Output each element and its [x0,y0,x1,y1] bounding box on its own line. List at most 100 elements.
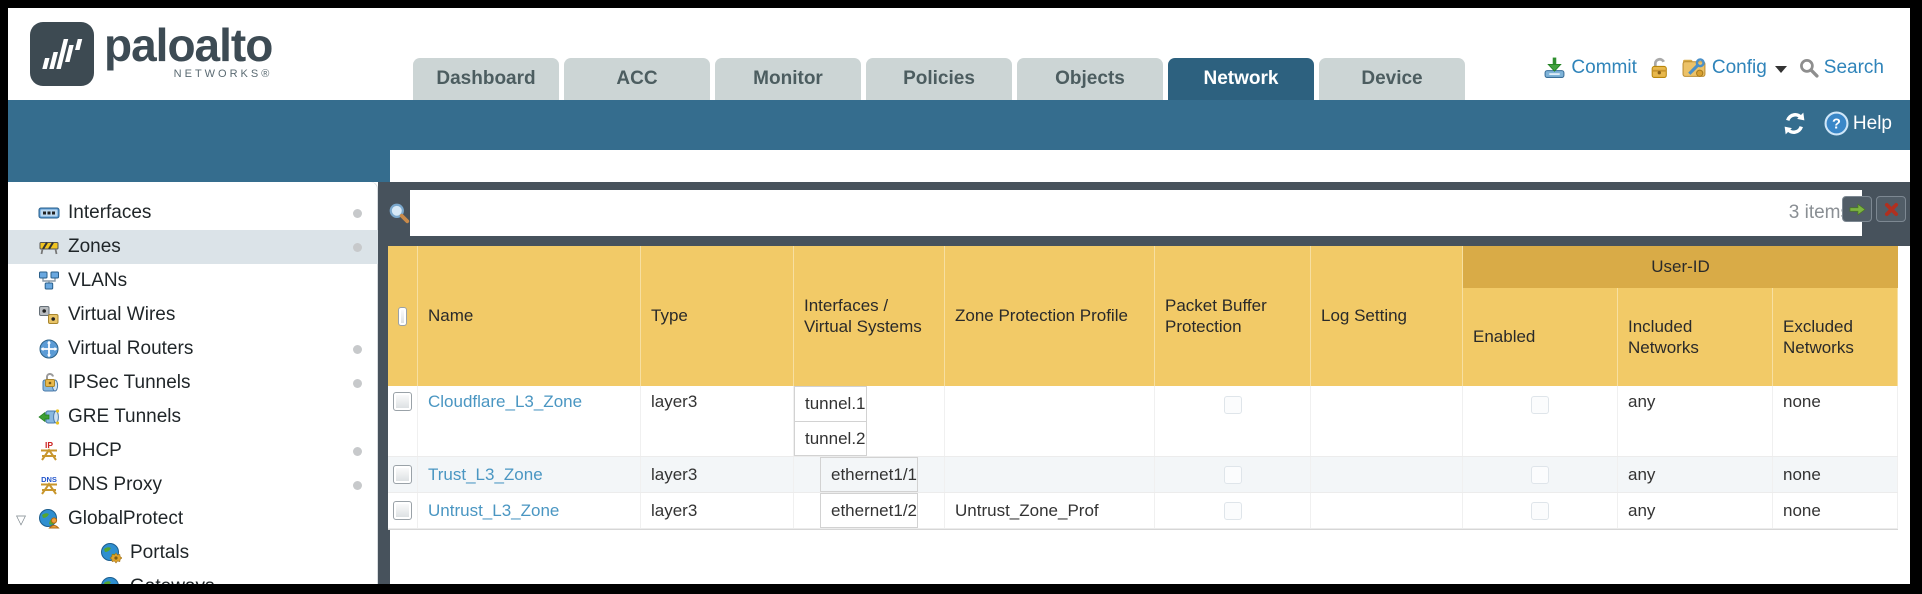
packet-buffer-protection-checkbox[interactable] [1223,465,1242,484]
row-checkbox[interactable] [393,465,412,484]
sidebar-item-label: Zones [68,236,121,257]
app-window: paloalto NETWORKS® Dashboard ACC Monitor… [8,8,1910,584]
sidebar-item-dns-proxy[interactable]: DNS DNS Proxy [8,468,378,502]
filter-input[interactable] [410,190,1789,236]
globalprotect-icon [39,509,60,529]
virtual-routers-icon [39,339,59,359]
collapse-triangle-icon[interactable]: ▽ [16,512,26,527]
user-id-enabled-checkbox[interactable] [1531,501,1549,520]
network-sidebar: Interfaces Zones [8,182,378,584]
top-header: paloalto NETWORKS® Dashboard ACC Monitor… [8,8,1910,100]
column-header-excluded-networks[interactable]: Excluded Networks [1773,246,1898,386]
config-menu-button[interactable]: Config [1682,56,1787,79]
sidebar-item-portals[interactable]: Portals [8,536,378,570]
status-dot [353,379,362,388]
header-actions: Commit Config [1543,56,1884,79]
sidebar-item-label: DNS Proxy [68,474,162,495]
clear-filter-button[interactable] [1876,196,1906,222]
zone-protection-profile-cell: Untrust_Zone_Prof [945,493,1155,528]
gre-tunnels-icon [38,409,60,425]
column-header-zone-protection-profile[interactable]: Zone Protection Profile [945,246,1155,386]
sidebar-item-zones[interactable]: Zones [8,230,378,264]
zone-type-cell: layer3 [641,386,794,456]
apply-filter-button[interactable] [1842,196,1872,222]
sidebar-item-label: Gateways [130,576,214,584]
item-count: 3 items [1788,202,1850,223]
sidebar-item-virtual-routers[interactable]: Virtual Routers [8,332,378,366]
sidebar-item-gre-tunnels[interactable]: GRE Tunnels [8,400,378,434]
interface-entry: ethernet1/1 [819,457,918,492]
dhcp-icon: IP [41,440,57,461]
ipsec-tunnels-icon [42,372,59,392]
refresh-icon[interactable] [1781,110,1808,137]
sidebar-item-label: Virtual Routers [68,338,194,359]
packet-buffer-protection-checkbox[interactable] [1223,396,1242,414]
help-icon: ? [1824,111,1849,136]
sidebar-item-label: DHCP [68,440,122,461]
sidebar-item-ipsec-tunnels[interactable]: IPSec Tunnels [8,366,378,400]
excluded-networks-cell: none [1773,386,1898,456]
commit-icon [1544,57,1565,78]
zone-type-cell: layer3 [641,493,794,528]
tab-objects[interactable]: Objects [1017,58,1163,100]
interface-entry: tunnel.1 [794,386,867,421]
select-all-checkbox[interactable] [398,306,407,326]
tab-policies[interactable]: Policies [866,58,1012,100]
brand-subtitle: NETWORKS® [173,68,273,80]
table-row[interactable]: Trust_L3_Zone layer3 ethernet1/1 any non… [388,457,1898,493]
search-button[interactable]: Search [1799,57,1884,79]
log-setting-cell [1311,386,1463,456]
user-id-enabled-checkbox[interactable] [1531,465,1549,484]
sidebar-item-label: GRE Tunnels [68,406,181,427]
commit-button[interactable]: Commit [1543,56,1637,79]
column-header-packet-buffer-protection[interactable]: Packet Buffer Protection [1155,246,1311,386]
filter-search-icon [389,203,410,224]
sidebar-item-vlans[interactable]: VLANs [8,264,378,298]
column-header-type[interactable]: Type [641,246,794,386]
column-header-interfaces[interactable]: Interfaces / Virtual Systems [794,246,945,386]
sidebar-item-globalprotect[interactable]: ▽ GlobalProtect [8,502,378,536]
zone-name-link[interactable]: Cloudflare_L3_Zone [428,392,583,411]
column-header-log-setting[interactable]: Log Setting [1311,246,1463,386]
chevron-down-icon [1774,65,1787,73]
table-header: Name Type Interfaces / Virtual Systems Z… [388,246,1898,386]
tab-network[interactable]: Network [1168,58,1314,100]
dns-proxy-icon: DNS [41,475,57,495]
help-button[interactable]: ? Help [1824,111,1892,136]
column-header-enabled[interactable]: Enabled [1463,246,1618,386]
search-label: Search [1823,56,1884,78]
filter-input-wrap: 3 items [410,190,1862,236]
sidebar-item-label: GlobalProtect [68,508,184,529]
column-header-name[interactable]: Name [418,246,641,386]
zone-name-link[interactable]: Untrust_L3_Zone [428,500,560,520]
zones-table: Name Type Interfaces / Virtual Systems Z… [388,246,1898,530]
zone-name-link[interactable]: Trust_L3_Zone [428,464,543,484]
interfaces-icon [38,207,60,219]
sidebar-item-interfaces[interactable]: Interfaces [8,196,378,230]
zone-type-cell: layer3 [641,457,794,492]
user-id-enabled-checkbox[interactable] [1531,396,1549,414]
sidebar-item-dhcp[interactable]: IP DHCP [8,434,378,468]
sidebar-item-virtual-wires[interactable]: Virtual Wires [8,298,378,332]
tab-dashboard[interactable]: Dashboard [413,58,559,100]
tab-device[interactable]: Device [1319,58,1465,100]
table-bottom-border [388,529,1898,530]
svg-text:?: ? [1832,117,1841,133]
row-checkbox[interactable] [393,392,412,411]
lock-icon[interactable] [1649,56,1670,79]
status-dot [353,481,362,490]
column-header-included-networks[interactable]: Included Networks [1618,246,1773,386]
tab-monitor[interactable]: Monitor [715,58,861,100]
row-checkbox[interactable] [393,501,412,520]
main-nav-tabs: Dashboard ACC Monitor Policies Objects N… [413,58,1465,100]
svg-text:DNS: DNS [41,475,57,484]
sidebar-item-gateways[interactable]: Gateways [8,570,378,584]
zone-protection-profile-cell [945,457,1155,492]
paloalto-logo-icon [30,22,94,86]
config-label: Config [1711,56,1767,78]
packet-buffer-protection-checkbox[interactable] [1223,501,1242,520]
tab-acc[interactable]: ACC [564,58,710,100]
table-row[interactable]: Untrust_L3_Zone layer3 ethernet1/2 Untru… [388,493,1898,529]
table-row[interactable]: Cloudflare_L3_Zone layer3 tunnel.1 tunne… [388,386,1898,457]
gateways-icon [101,577,119,584]
